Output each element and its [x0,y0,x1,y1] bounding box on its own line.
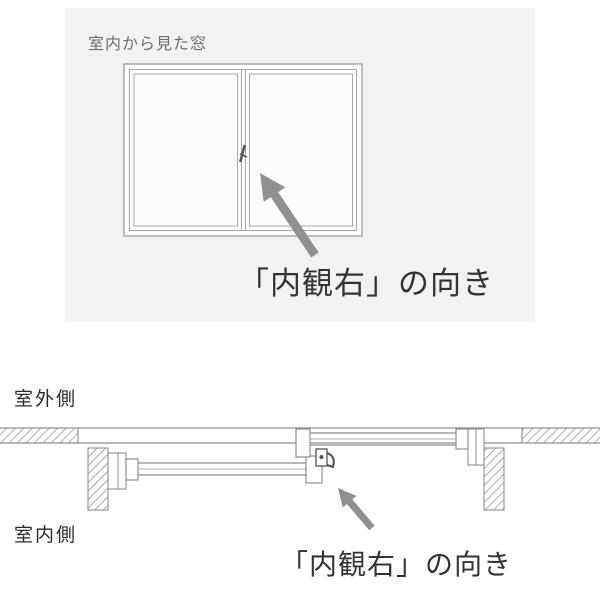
indoor-sash [125,455,323,484]
left-wall-jamb [87,447,127,511]
left-sash [133,69,242,231]
interior-view-caption: 「内観右」の向き [238,266,494,301]
interior-view-title: 室内から見た窓 [88,36,208,53]
window-front-view-drawing [123,63,363,258]
right-wall-jamb [467,428,505,511]
outdoor-side-label: 室外側 [14,389,78,410]
outdoor-sash [295,428,469,458]
section-view-caption: 「内観右」の向き [280,549,513,580]
right-sash [245,69,353,231]
crescent-lock-icon [239,144,248,163]
direction-arrow-icon [260,173,319,258]
window-plan-section-drawing [0,427,600,531]
indoor-side-label: 室内側 [14,525,78,546]
direction-arrow-icon [338,488,375,531]
crescent-lock-icon [315,448,335,469]
